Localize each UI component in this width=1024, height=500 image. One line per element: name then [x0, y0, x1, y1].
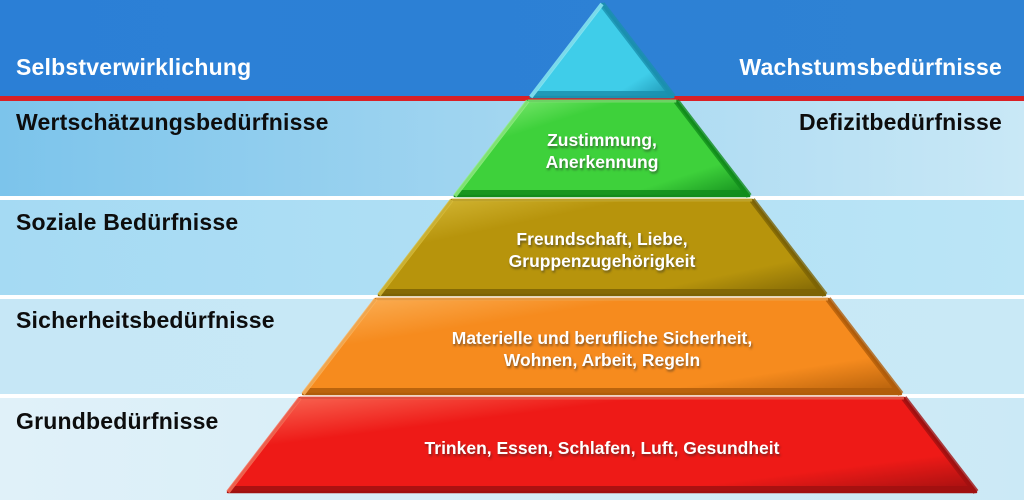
band-growth-needs: Selbstverwirklichung Wachstumsbedürfniss…	[0, 0, 1024, 96]
label-wachstumsbeduerfnisse: Wachstumsbedürfnisse	[739, 54, 1002, 80]
pyramid-label-line: Trinken, Essen, Schlafen, Luft, Gesundhe…	[424, 438, 780, 458]
label-sicherheitsbeduerfnisse: Sicherheitsbedürfnisse	[16, 307, 275, 333]
pyramid-label-soziale: Freundschaft, Liebe, Gruppenzugehörigkei…	[509, 228, 696, 272]
pyramid-label-line: Materielle und berufliche Sicherheit,	[451, 328, 753, 348]
band-esteem-needs: Wertschätzungsbedürfnisse Defizitbedürfn…	[0, 101, 1024, 196]
pyramid-label-line: Wohnen, Arbeit, Regeln	[503, 350, 701, 370]
label-soziale-beduerfnisse: Soziale Bedürfnisse	[16, 209, 239, 235]
pyramid-label-sicherheit: Materielle und berufliche Sicherheit, Wo…	[452, 327, 753, 371]
label-defizitbeduerfnisse: Defizitbedürfnisse	[799, 109, 1002, 135]
pyramid-label-line: Anerkennung	[545, 152, 659, 172]
pyramid-label-grundbeduerfnisse: Trinken, Essen, Schlafen, Luft, Gesundhe…	[425, 437, 780, 459]
pyramid-label-line: Freundschaft, Liebe,	[516, 229, 688, 249]
red-divider-line	[0, 96, 1024, 101]
pyramid-label-line: Zustimmung,	[547, 130, 657, 150]
label-selbstverwirklichung: Selbstverwirklichung	[16, 54, 252, 80]
label-grundbeduerfnisse: Grundbedürfnisse	[16, 408, 219, 434]
label-wertschaetzungsbeduerfnisse: Wertschätzungsbedürfnisse	[16, 109, 329, 135]
pyramid-label-wertschaetzung: Zustimmung, Anerkennung	[546, 129, 659, 173]
pyramid-label-line: Gruppenzugehörigkeit	[508, 251, 696, 271]
